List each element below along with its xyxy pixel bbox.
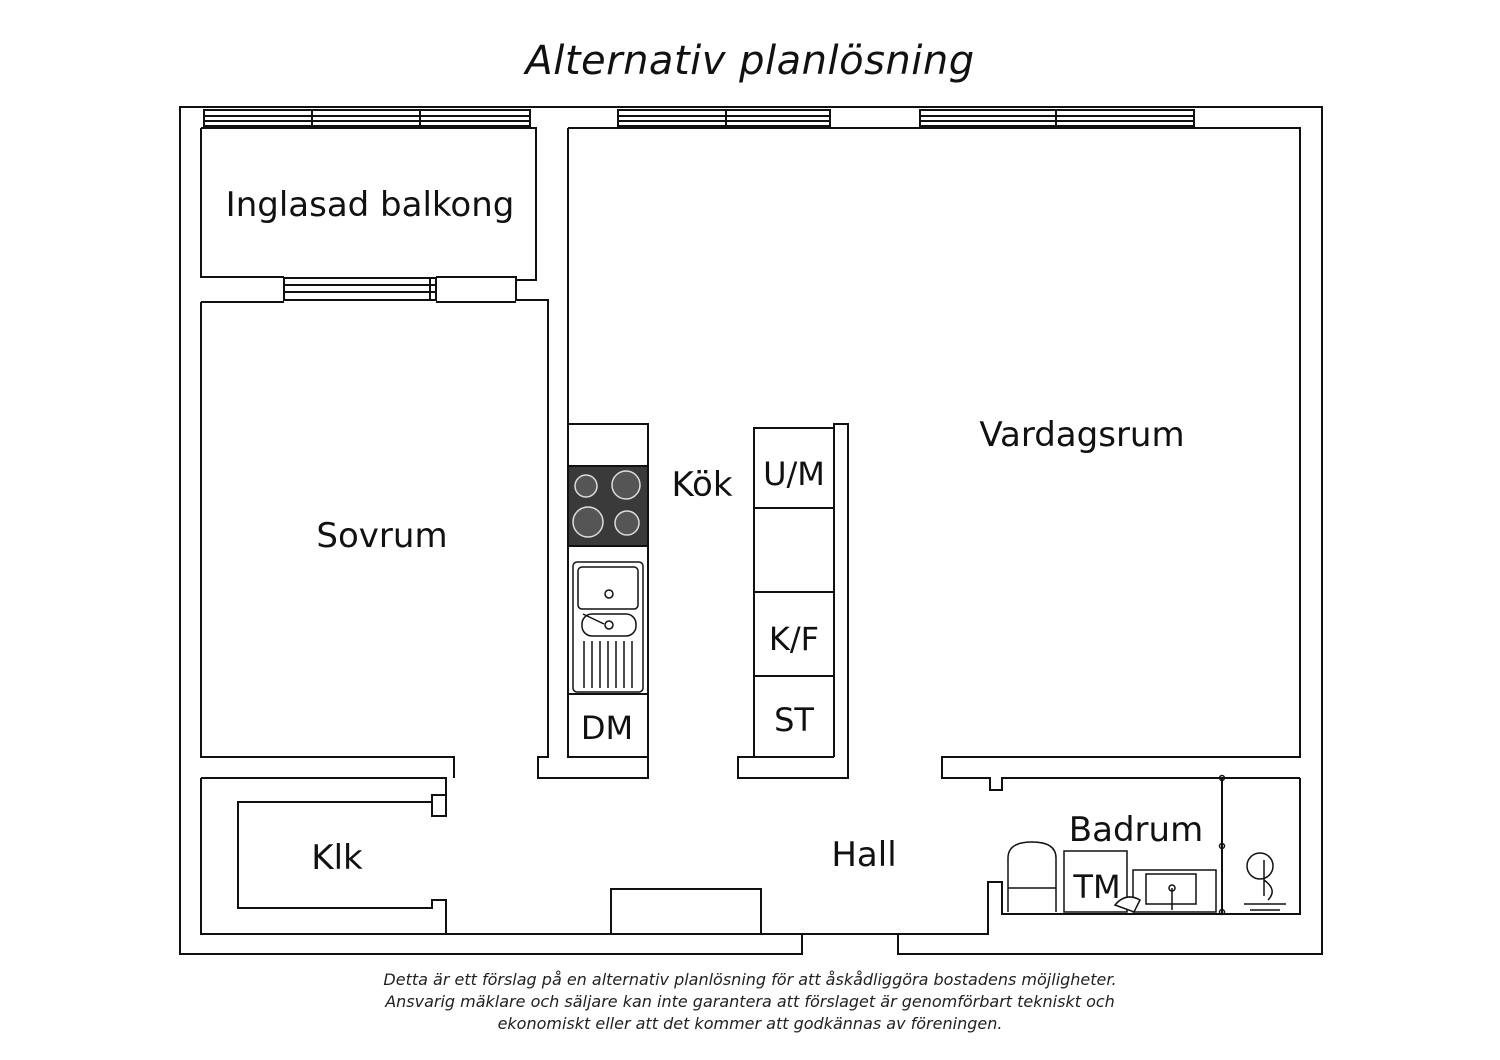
- disclaimer: Detta är ett förslag på en alternativ pl…: [0, 969, 1500, 1035]
- toilet: [1007, 841, 1057, 912]
- stove: [567, 465, 649, 547]
- closet-wall: [200, 778, 447, 935]
- room-label-hall: Hall: [831, 835, 896, 875]
- room-label-kitchen: Kök: [671, 465, 732, 505]
- fixture-label-fridge: K/F: [769, 620, 819, 658]
- living-room-wall: [568, 127, 1301, 791]
- balcony-inner-wall: [200, 128, 284, 278]
- fixture-label-storage: ST: [774, 701, 814, 739]
- fixture-label-washing-machine: TM: [1072, 868, 1120, 906]
- balcony-inner-wall-2: [436, 276, 517, 280]
- room-label-closet: Klk: [311, 838, 363, 878]
- window-living-right: [919, 109, 1195, 127]
- kitchen-sink: [572, 561, 644, 693]
- washing-machine: [1063, 850, 1128, 913]
- window-balcony-top: [203, 109, 531, 127]
- disclaimer-line-1: Detta är ett förslag på en alternativ pl…: [383, 970, 1117, 989]
- fixture-label-microwave: U/M: [763, 455, 825, 493]
- fixture-label-dishwasher: DM: [581, 709, 633, 747]
- bathroom-fixtures: [1007, 774, 1286, 916]
- window-balcony-bedroom: [283, 277, 437, 301]
- disclaimer-line-2: Ansvarig mäklare och säljare kan inte ga…: [385, 992, 1115, 1011]
- shower-hose: [1113, 896, 1141, 913]
- hall-bench: [610, 888, 762, 935]
- room-label-balcony: Inglasad balkong: [226, 185, 515, 225]
- room-label-living: Vardagsrum: [979, 415, 1184, 455]
- window-living-left: [617, 109, 831, 127]
- bedroom-wall: [200, 301, 516, 778]
- room-label-bedroom: Sovrum: [316, 516, 447, 556]
- room-label-bathroom: Badrum: [1069, 810, 1203, 850]
- balcony-wall: [201, 127, 649, 779]
- plan-title: Alternativ planlösning: [525, 38, 975, 84]
- disclaimer-line-3: ekonomiskt eller att det kommer att godk…: [497, 1014, 1003, 1033]
- shower-head-icon: [1246, 852, 1274, 880]
- washbasin: [1132, 869, 1217, 913]
